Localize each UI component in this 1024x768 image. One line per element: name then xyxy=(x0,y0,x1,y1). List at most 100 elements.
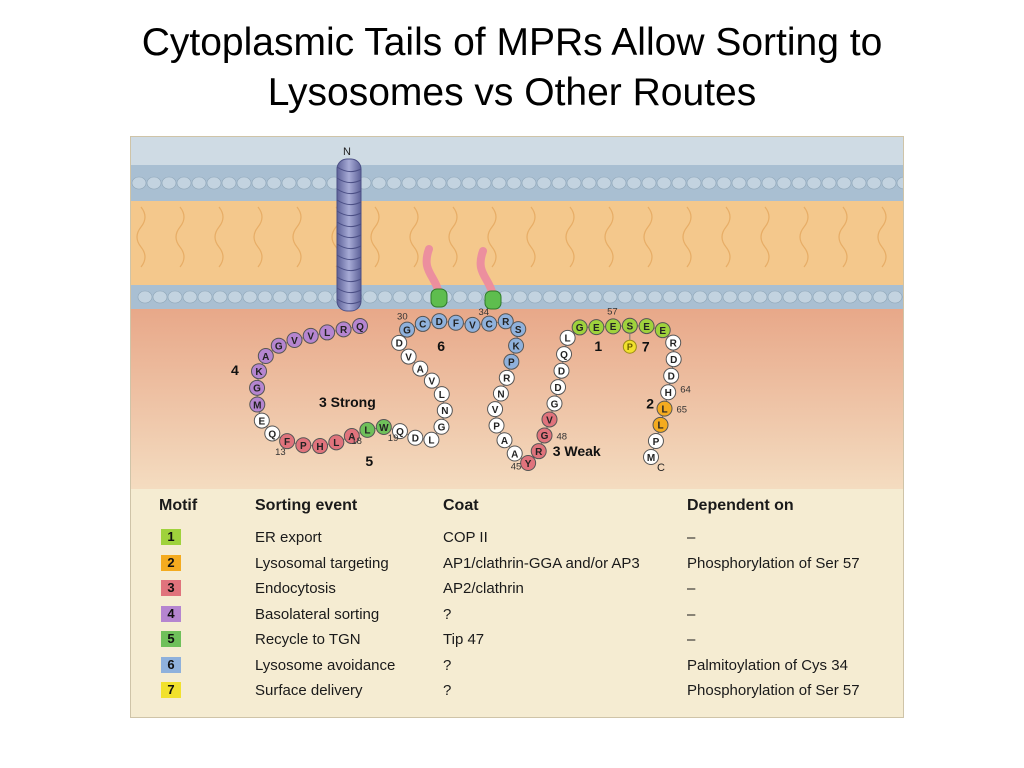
residue-bead xyxy=(352,318,368,334)
motif-1-label: 1 xyxy=(594,338,602,354)
residue: Q xyxy=(264,425,281,442)
lipid-head xyxy=(746,176,762,190)
residue: D xyxy=(550,379,567,396)
lipid-head xyxy=(272,290,288,304)
lipid-head xyxy=(296,176,312,190)
residue-bead xyxy=(665,351,682,368)
legend-cell-event: ER export xyxy=(255,529,322,546)
residue-bead xyxy=(654,322,671,339)
residue: R xyxy=(530,443,547,460)
lipid-tail xyxy=(526,206,536,268)
lipid-head xyxy=(596,176,612,190)
residue: N xyxy=(492,385,509,402)
residue-bead xyxy=(249,396,266,413)
residue-letter: D xyxy=(668,372,675,383)
lipid-head xyxy=(446,176,462,190)
residue-bead xyxy=(433,418,450,435)
helix-turn xyxy=(336,276,362,283)
residue-letter: Q xyxy=(560,350,568,361)
residue-letter: A xyxy=(262,352,269,363)
lipid-tail xyxy=(838,206,848,268)
lipid-head xyxy=(851,176,867,190)
lipid-tail xyxy=(370,206,380,268)
residue-bead xyxy=(286,332,303,349)
lipid-head xyxy=(632,290,648,304)
residue-letter: L xyxy=(428,436,434,447)
residue-bead xyxy=(423,431,440,448)
residue: A xyxy=(257,348,274,365)
residue-letter: E xyxy=(659,326,666,337)
residue-bead xyxy=(550,379,567,396)
residue: V xyxy=(286,332,303,349)
residue-letter: F xyxy=(284,437,290,448)
legend-cell-coat: ? xyxy=(443,656,452,674)
lipid-head xyxy=(701,176,717,190)
residue: R xyxy=(665,334,682,351)
residue-letter: R xyxy=(670,338,678,349)
residue-bead xyxy=(328,434,345,451)
residue-position-number: 45 xyxy=(511,461,522,472)
lipid-head xyxy=(491,176,507,190)
lipid-head xyxy=(416,176,432,190)
lipid-head xyxy=(602,290,618,304)
residue: V xyxy=(464,316,481,333)
residue: L xyxy=(652,416,669,433)
residue: C xyxy=(414,315,431,332)
residue-bead xyxy=(496,432,513,449)
residue-bead xyxy=(643,449,659,465)
lipid-head xyxy=(857,290,873,304)
lipid-tail xyxy=(604,206,614,268)
residue-letter: A xyxy=(511,449,518,460)
residue-letter: V xyxy=(546,415,553,426)
residue: G xyxy=(433,418,450,435)
residue: P xyxy=(488,417,505,434)
residue: Y xyxy=(520,455,537,472)
legend-cell-event: Basolateral sorting xyxy=(255,605,380,623)
legend-cell-coat: Tip 47 xyxy=(443,631,485,648)
residue-letter: D xyxy=(670,355,677,366)
residue-bead xyxy=(423,372,440,389)
residue: V xyxy=(400,348,417,365)
lipid-head xyxy=(152,290,168,304)
residue: N xyxy=(436,402,453,419)
lipid-tail xyxy=(760,206,770,268)
residue: F xyxy=(447,314,464,331)
legend-cell-coat: ? xyxy=(443,682,452,699)
residue: K xyxy=(251,363,268,380)
residue-letter: L xyxy=(439,390,445,401)
motif-2-label: 2 xyxy=(646,395,654,411)
legend-cell-dependent: – xyxy=(687,529,696,546)
residue: H xyxy=(312,438,329,455)
residue-letter: G xyxy=(253,384,261,395)
helix-turn xyxy=(336,188,362,195)
residue-bead xyxy=(553,362,570,379)
residue: L xyxy=(359,421,376,438)
residue: L xyxy=(559,329,576,346)
legend-header-sorting-event: Sorting event xyxy=(255,497,358,514)
residue: P xyxy=(647,432,664,449)
legend-swatch-motif-5: 5 xyxy=(161,631,181,647)
lipid-head xyxy=(572,290,588,304)
lipid-head xyxy=(752,290,768,304)
residue-bead xyxy=(319,324,336,341)
lipid-head xyxy=(191,176,207,190)
lipid-head xyxy=(812,290,828,304)
residue-letter: V xyxy=(429,376,436,387)
residue-bead xyxy=(546,395,563,412)
residue-letter: V xyxy=(291,336,298,347)
lipid-head xyxy=(167,290,183,304)
legend-cell-dependent: – xyxy=(687,580,696,597)
residue-letter: P xyxy=(493,421,500,432)
lipid-head xyxy=(881,176,897,190)
residue-letter: E xyxy=(258,416,265,427)
residue-position-number: 64 xyxy=(680,384,691,395)
lipid-head xyxy=(581,176,597,190)
residue-bead xyxy=(279,433,296,450)
residue: E xyxy=(605,318,622,335)
lipid-head xyxy=(731,176,747,190)
lipid-head xyxy=(281,176,297,190)
legend-cell-dependent: – xyxy=(687,605,696,623)
residue-letter: S xyxy=(627,322,634,333)
lipid-head xyxy=(161,176,177,190)
